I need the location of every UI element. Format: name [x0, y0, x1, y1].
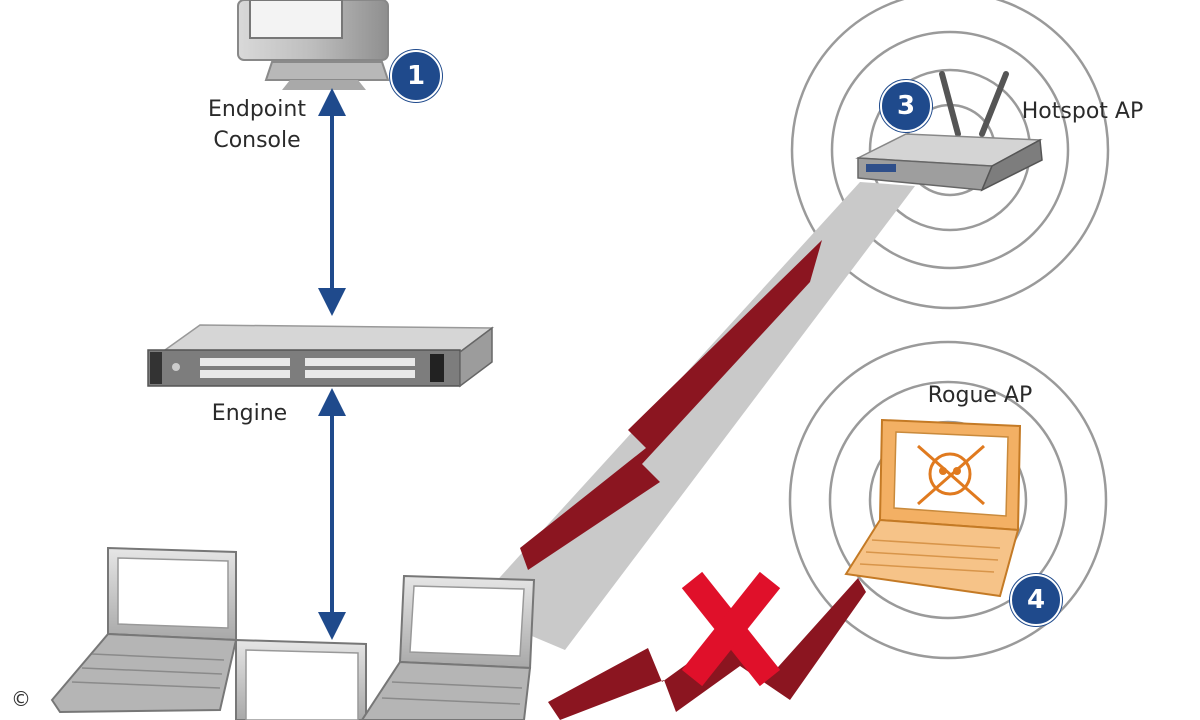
- badge-4: 4: [1010, 574, 1062, 626]
- monitor-icon: [237, 0, 390, 90]
- label-endpoint-console: Endpoint Console: [208, 97, 306, 153]
- lightning-icon: [520, 240, 822, 570]
- copyright-mark: ©: [11, 687, 31, 711]
- laptop-icon: [235, 638, 367, 720]
- wireless-router-icon: [855, 71, 1043, 192]
- cross-icon: [681, 571, 781, 687]
- label-hotspot-ap: Hotspot AP: [1021, 99, 1144, 124]
- lightning-icon: [548, 578, 866, 720]
- badge-3: 3: [880, 80, 932, 132]
- laptop-icon: [360, 574, 536, 720]
- badge-1: 1: [390, 50, 442, 102]
- label-engine: Engine: [211, 401, 288, 426]
- label-rogue-ap: Rogue AP: [927, 383, 1033, 408]
- laptop-icon: [50, 546, 238, 714]
- network-engine-icon: [147, 324, 495, 388]
- rogue-laptop-icon: [844, 418, 1022, 598]
